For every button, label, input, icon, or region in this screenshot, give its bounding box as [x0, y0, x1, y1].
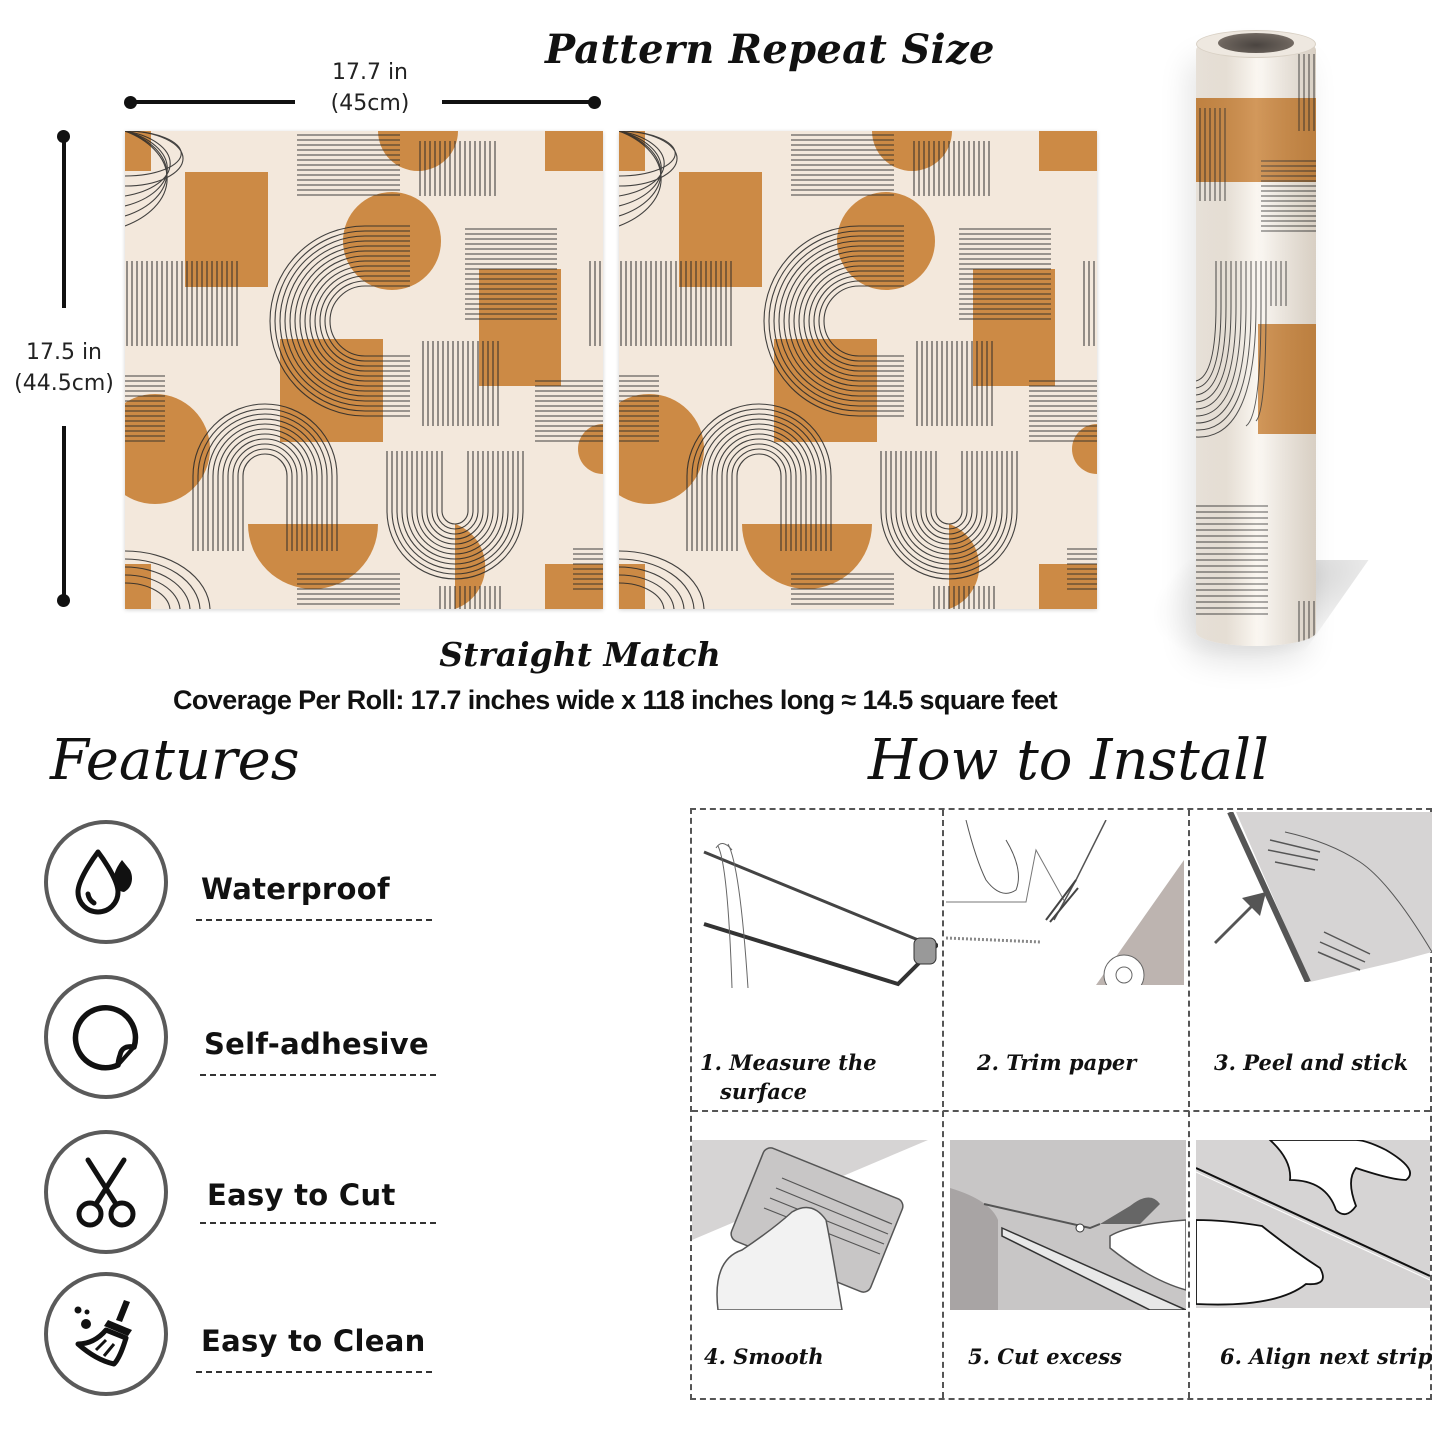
coverage-text: Coverage Per Roll: 17.7 inches wide x 11… — [172, 685, 1058, 715]
step-caption: 5. Cut excess — [968, 1344, 1122, 1369]
width-cm: (45cm) — [330, 91, 410, 116]
features-title: Features — [50, 728, 300, 793]
height-inches: 17.5 in — [25, 340, 103, 365]
install-step-5: 5. Cut excess — [944, 1112, 1188, 1400]
feature-underline — [200, 1074, 436, 1076]
feature-label: Waterproof — [201, 872, 390, 906]
match-type-label: Straight Match — [439, 635, 721, 674]
pattern-artwork — [619, 131, 1097, 609]
sticker-icon — [44, 975, 168, 1099]
pattern-artwork — [125, 131, 603, 609]
grid-divider — [942, 810, 944, 1398]
pattern-tile-1 — [125, 131, 603, 609]
feature-easy-to-clean: Easy to Clean — [44, 1272, 444, 1396]
feature-self-adhesive: Self-adhesive — [44, 975, 444, 1099]
step-caption: 2. Trim paper — [977, 1050, 1137, 1075]
broom-icon — [44, 1272, 168, 1396]
grid-divider — [692, 1110, 1430, 1112]
feature-underline — [196, 1371, 432, 1373]
pattern-tile-2 — [619, 131, 1097, 609]
water-drop-icon — [44, 820, 168, 944]
scissors-icon — [44, 1130, 168, 1254]
feature-easy-to-cut: Easy to Cut — [44, 1130, 444, 1254]
step-caption: 6. Align next strip — [1220, 1344, 1432, 1369]
roll-pattern — [1196, 36, 1316, 646]
grid-divider — [1188, 810, 1190, 1398]
wallpaper-roll — [1196, 36, 1316, 646]
trim-illustration — [946, 820, 1186, 985]
height-dim-line-bottom — [62, 426, 66, 598]
height-dimension-label: 17.5 in (44.5cm) — [0, 337, 128, 399]
smooth-illustration — [692, 1140, 934, 1310]
peel-stick-illustration — [1190, 812, 1432, 982]
cut-excess-illustration — [950, 1140, 1186, 1310]
install-step-2: 2. Trim paper — [944, 810, 1188, 1110]
align-strip-illustration — [1196, 1140, 1430, 1308]
install-step-3: 3. Peel and stick — [1190, 810, 1432, 1110]
height-dim-line-top — [62, 136, 66, 308]
how-to-install-title: How to Install — [868, 728, 1269, 793]
install-step-4: 4. Smooth — [692, 1112, 942, 1400]
measure-illustration — [698, 826, 938, 988]
feature-label: Easy to Clean — [201, 1324, 426, 1358]
install-step-1: 1. Measure the surface — [692, 810, 942, 1110]
feature-underline — [196, 919, 432, 921]
width-dimension-label: 17.7 in (45cm) — [300, 57, 440, 119]
height-cm: (44.5cm) — [14, 371, 114, 396]
step-caption: 1. Measure the surface — [700, 1048, 877, 1106]
step-caption-line: surface — [720, 1079, 807, 1104]
install-steps-grid: 1. Measure the surface 2. Trim paper — [690, 808, 1432, 1400]
roll-core — [1218, 33, 1294, 53]
feature-waterproof: Waterproof — [44, 820, 444, 944]
width-inches: 17.7 in — [331, 60, 409, 85]
pattern-repeat-title: Pattern Repeat Size — [545, 26, 995, 73]
feature-label: Self-adhesive — [204, 1027, 429, 1061]
step-caption: 3. Peel and stick — [1214, 1050, 1409, 1075]
feature-underline — [200, 1222, 436, 1224]
feature-label: Easy to Cut — [207, 1178, 396, 1212]
step-caption-line: 1. Measure the — [700, 1050, 877, 1075]
step-caption: 4. Smooth — [704, 1344, 824, 1369]
width-dim-end-dot — [588, 96, 601, 109]
height-dim-end-dot — [57, 594, 70, 607]
width-dim-line-left — [130, 100, 295, 104]
install-step-6: 6. Align next strip — [1190, 1112, 1432, 1400]
width-dim-line-right — [442, 100, 594, 104]
